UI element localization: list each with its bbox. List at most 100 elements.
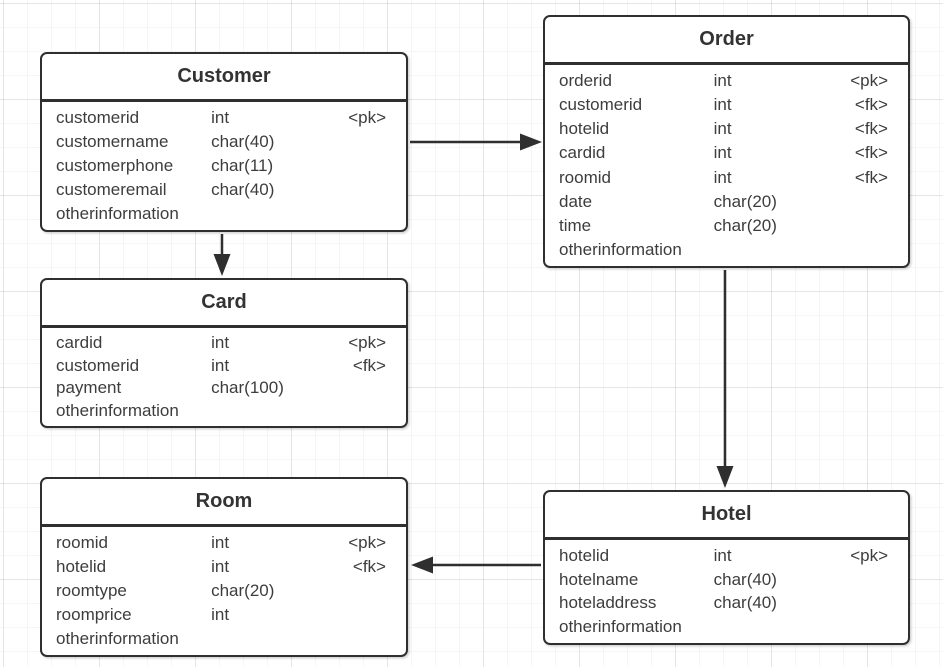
attribute-key-badge: <fk> (854, 143, 888, 163)
attribute-name: roomid (559, 167, 611, 187)
attribute-name: hotelid (559, 119, 610, 139)
attribute-name: payment (56, 378, 122, 398)
attribute-name: hoteladdress (559, 593, 657, 613)
attribute-name: roomid (56, 533, 108, 552)
connector-customer-card[interactable] (213, 234, 231, 276)
attribute-row: otherinformation (559, 617, 888, 637)
attribute-name: hotelid (56, 557, 107, 576)
attribute-type: char(40) (713, 593, 777, 613)
attribute-row: hotelid int <pk> (559, 546, 888, 566)
attribute-row: customerphone char(11) (56, 156, 386, 176)
attribute-name: otherinformation (559, 239, 682, 259)
attribute-type: char(40) (211, 180, 275, 199)
attribute-type: char(20) (211, 581, 275, 600)
attribute-name: customerid (56, 355, 140, 375)
attribute-key-badge: <pk> (348, 332, 386, 352)
attribute-name: hotelid (559, 545, 610, 565)
attribute-name: roomtype (56, 581, 127, 600)
attribute-row: hotelid int <fk> (56, 557, 386, 577)
attribute-key-badge: <fk> (352, 557, 386, 576)
attribute-row: payment char(100) (56, 378, 386, 398)
attribute-row: date char(20) (559, 192, 888, 212)
attribute-key-badge: <pk> (850, 71, 888, 91)
entity-customer[interactable]: Customer customerid int <pk> customername ch… (40, 52, 408, 232)
attribute-type: char(11) (211, 156, 274, 175)
attribute-name: hotelname (559, 569, 639, 589)
attribute-type: int (713, 95, 732, 115)
attribute-name: otherinformation (56, 204, 179, 223)
attribute-row: customerid int <pk> (56, 108, 386, 128)
connector-order-hotel[interactable] (716, 270, 734, 488)
attribute-key-badge: <pk> (348, 108, 386, 127)
attribute-type: char(20) (713, 215, 777, 235)
attribute-row: otherinformation (56, 629, 386, 649)
attribute-type: char(20) (713, 191, 777, 211)
attribute-row: customername char(40) (56, 132, 386, 152)
attribute-name: orderid (559, 71, 612, 91)
attribute-type: int (713, 119, 732, 139)
attribute-name: date (559, 191, 593, 211)
attribute-type: int (713, 545, 732, 565)
attribute-key-badge: <fk> (854, 95, 888, 115)
attribute-row: hoteladdress char(40) (559, 593, 888, 613)
attribute-name: cardid (56, 332, 103, 352)
attribute-row: otherinformation (559, 240, 888, 260)
attribute-row: time char(20) (559, 216, 888, 236)
attribute-row: orderid int <pk> (559, 71, 888, 91)
attribute-name: customerid (56, 108, 140, 127)
entity-title: Card (42, 280, 406, 328)
attribute-row: customerid int <fk> (56, 356, 386, 376)
arrowhead-left-icon (411, 556, 433, 574)
attribute-row: hotelname char(40) (559, 570, 888, 590)
attribute-row: otherinformation (56, 204, 386, 224)
attribute-type: int (713, 143, 732, 163)
attribute-type: int (211, 557, 230, 576)
entity-title: Hotel (545, 492, 908, 540)
attribute-type: int (713, 71, 732, 91)
entity-title: Room (42, 479, 406, 527)
attribute-type: char(40) (211, 132, 275, 151)
attribute-type: int (211, 108, 230, 127)
attribute-type: int (211, 355, 230, 375)
attribute-key-badge: <fk> (854, 167, 888, 187)
attribute-key-badge: <pk> (850, 545, 888, 565)
attribute-name: customername (56, 132, 169, 151)
attribute-row: otherinformation (56, 401, 386, 421)
entity-title: Order (545, 17, 908, 65)
attribute-type: int (713, 167, 732, 187)
attribute-key-badge: <fk> (854, 119, 888, 139)
connector-customer-order[interactable] (410, 133, 542, 151)
attribute-type: char(40) (713, 569, 777, 589)
attribute-row: roomprice int (56, 605, 386, 625)
attribute-key-badge: <fk> (352, 355, 386, 375)
attribute-name: otherinformation (559, 617, 682, 637)
attribute-name: roomprice (56, 605, 132, 624)
connector-hotel-room[interactable] (411, 556, 541, 574)
attribute-row: cardid int <fk> (559, 143, 888, 163)
attribute-type: char(100) (211, 378, 284, 398)
arrowhead-right-icon (520, 133, 542, 151)
attribute-row: roomtype char(20) (56, 581, 386, 601)
attribute-type: int (211, 605, 230, 624)
attribute-name: customerphone (56, 156, 174, 175)
attribute-name: cardid (559, 143, 606, 163)
attribute-row: hotelid int <fk> (559, 119, 888, 139)
attribute-name: otherinformation (56, 401, 179, 421)
attribute-name: time (559, 215, 592, 235)
entity-title: Customer (42, 54, 406, 102)
attribute-name: otherinformation (56, 629, 179, 648)
